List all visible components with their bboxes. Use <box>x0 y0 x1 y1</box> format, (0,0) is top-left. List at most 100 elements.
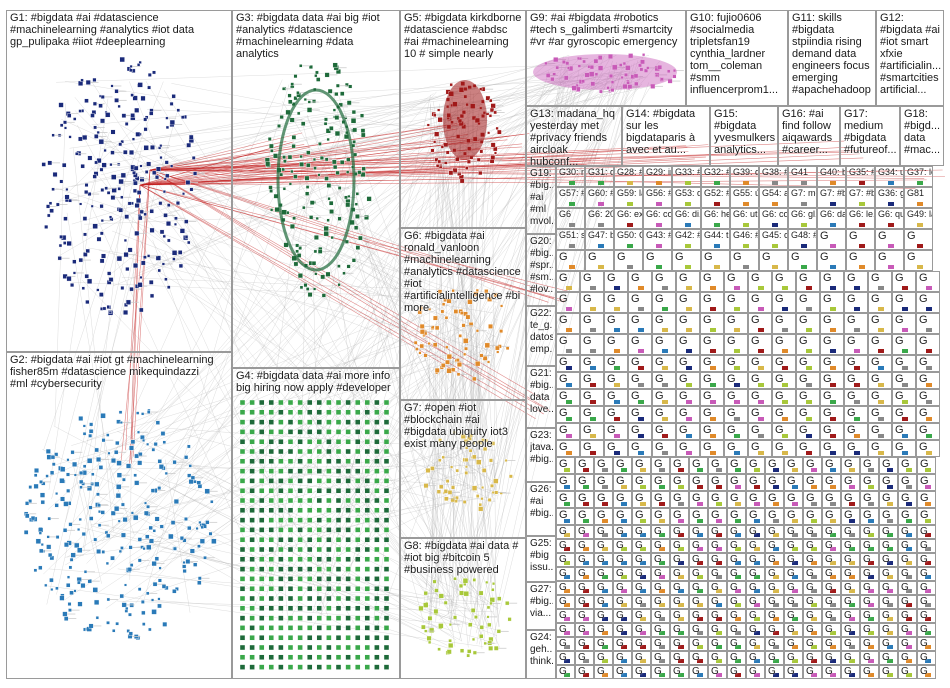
tiny-group-cell[interactable]: G <box>632 623 651 637</box>
tiny-group-cell[interactable]: G <box>803 457 822 474</box>
tiny-group-cell[interactable]: G <box>746 595 765 609</box>
tiny-group-cell[interactable]: G <box>765 609 784 623</box>
group-g5[interactable]: G5: #bigdata kirkdborne #datascience #ab… <box>400 10 526 228</box>
tiny-group-cell[interactable]: G <box>765 553 784 567</box>
tiny-group-cell[interactable]: G <box>652 406 676 423</box>
tiny-group-cell[interactable]: G45: co... <box>759 229 788 250</box>
tiny-group-cell[interactable]: G <box>651 474 670 491</box>
tiny-group-cell[interactable]: G32: #big... <box>701 166 730 187</box>
tiny-group-cell[interactable]: G <box>822 637 841 651</box>
tiny-group-cell[interactable]: G <box>860 665 879 679</box>
tiny-group-cell[interactable]: G <box>628 292 652 313</box>
tiny-group-cell[interactable]: G <box>556 440 580 457</box>
tiny-group-cell[interactable]: G <box>898 474 917 491</box>
tiny-group-cell[interactable]: G <box>689 609 708 623</box>
tiny-group-cell[interactable]: G <box>772 271 796 292</box>
tiny-group-cell[interactable]: G <box>820 372 844 389</box>
tiny-group-cell[interactable]: G <box>594 665 613 679</box>
group-g6[interactable]: G6: #bigdata #ai ronald_vanloon #machine… <box>400 228 526 400</box>
tiny-group-cell[interactable]: G <box>860 457 879 474</box>
tiny-group-cell[interactable]: G <box>844 313 868 334</box>
tiny-group-cell[interactable]: G <box>556 651 575 665</box>
tiny-group-cell[interactable]: G <box>700 313 724 334</box>
tiny-group-cell[interactable]: G <box>632 539 651 553</box>
tiny-group-cell[interactable]: G <box>689 581 708 595</box>
tiny-group-cell[interactable]: G <box>689 567 708 581</box>
tiny-group-cell[interactable]: G <box>556 271 580 292</box>
tiny-group-cell[interactable]: G <box>796 389 820 406</box>
tiny-group-cell[interactable]: G <box>727 525 746 539</box>
tiny-group-cell[interactable]: G <box>916 406 940 423</box>
tiny-group-cell[interactable]: G <box>879 581 898 595</box>
tiny-group-cell[interactable]: G <box>841 581 860 595</box>
tiny-group-cell[interactable]: G <box>892 355 916 372</box>
tiny-group-cell[interactable]: G43: #bi... <box>643 229 672 250</box>
tiny-group-cell[interactable]: G <box>556 491 575 508</box>
tiny-group-cell[interactable]: G <box>822 553 841 567</box>
tiny-group-cell[interactable]: G <box>580 313 604 334</box>
tiny-group-cell[interactable]: G <box>580 423 604 440</box>
tiny-group-cell[interactable]: G <box>651 539 670 553</box>
tiny-group-cell[interactable]: G <box>708 457 727 474</box>
tiny-group-cell[interactable]: G <box>868 440 892 457</box>
tiny-group-cell[interactable]: G <box>700 406 724 423</box>
tiny-group-cell[interactable]: G <box>613 581 632 595</box>
tiny-group-cell[interactable]: G <box>580 292 604 313</box>
tiny-group-cell[interactable]: G <box>844 406 868 423</box>
tiny-group-cell[interactable]: G <box>604 372 628 389</box>
group-g19[interactable]: G19: #big... #ai #ml mvol... <box>526 166 556 234</box>
tiny-group-cell[interactable]: G <box>841 474 860 491</box>
tiny-group-cell[interactable]: G <box>556 609 575 623</box>
tiny-group-cell[interactable]: G <box>700 334 724 355</box>
tiny-group-cell[interactable]: G <box>784 553 803 567</box>
tiny-group-cell[interactable]: G <box>784 525 803 539</box>
tiny-group-cell[interactable]: G <box>904 229 933 250</box>
tiny-group-cell[interactable]: G <box>746 457 765 474</box>
tiny-group-cell[interactable]: G <box>594 525 613 539</box>
tiny-group-cell[interactable]: G <box>772 372 796 389</box>
tiny-group-cell[interactable]: G <box>765 581 784 595</box>
tiny-group-cell[interactable]: G <box>575 508 594 525</box>
tiny-group-cell[interactable]: G <box>817 250 846 271</box>
tiny-group-cell[interactable]: G <box>708 508 727 525</box>
tiny-group-cell[interactable]: G <box>670 623 689 637</box>
tiny-group-cell[interactable]: G81 <box>904 187 933 208</box>
tiny-group-cell[interactable]: G <box>898 553 917 567</box>
tiny-group-cell[interactable]: G <box>784 457 803 474</box>
tiny-group-cell[interactable]: G59: lat... <box>614 187 643 208</box>
tiny-group-cell[interactable]: G <box>841 609 860 623</box>
tiny-group-cell[interactable]: G <box>841 665 860 679</box>
tiny-group-cell[interactable]: G <box>724 440 748 457</box>
tiny-group-cell[interactable]: G <box>628 355 652 372</box>
tiny-group-cell[interactable]: G <box>700 423 724 440</box>
tiny-group-cell[interactable]: G <box>820 389 844 406</box>
tiny-group-cell[interactable]: G <box>841 508 860 525</box>
tiny-group-cell[interactable]: G <box>796 292 820 313</box>
tiny-group-cell[interactable]: G <box>708 637 727 651</box>
tiny-group-cell[interactable]: G <box>860 581 879 595</box>
tiny-group-cell[interactable]: G <box>898 623 917 637</box>
tiny-group-cell[interactable]: G <box>846 250 875 271</box>
tiny-group-cell[interactable]: G <box>892 389 916 406</box>
group-g12[interactable]: G12: #bigdata #ai #iot smart xfxie #arti… <box>876 10 944 106</box>
tiny-group-cell[interactable]: G <box>748 440 772 457</box>
tiny-group-cell[interactable]: G <box>613 508 632 525</box>
tiny-group-cell[interactable]: G55: últi... <box>730 187 759 208</box>
tiny-group-cell[interactable]: G <box>917 525 936 539</box>
tiny-group-cell[interactable]: G34: um... <box>875 166 904 187</box>
tiny-group-cell[interactable]: G42: #g... <box>672 229 701 250</box>
tiny-group-cell[interactable]: G <box>822 474 841 491</box>
tiny-group-cell[interactable]: G <box>822 623 841 637</box>
tiny-group-cell[interactable]: G <box>746 508 765 525</box>
tiny-group-cell[interactable]: G <box>708 474 727 491</box>
tiny-group-cell[interactable]: G <box>844 271 868 292</box>
tiny-group-cell[interactable]: G <box>628 406 652 423</box>
tiny-group-cell[interactable]: G <box>628 334 652 355</box>
tiny-group-cell[interactable]: G <box>604 313 628 334</box>
tiny-group-cell[interactable]: G6: co... <box>643 208 672 229</box>
tiny-group-cell[interactable]: G <box>892 372 916 389</box>
tiny-group-cell[interactable]: G <box>796 423 820 440</box>
tiny-group-cell[interactable]: G6: co... <box>759 208 788 229</box>
tiny-group-cell[interactable]: G <box>765 491 784 508</box>
tiny-group-cell[interactable]: G <box>844 372 868 389</box>
